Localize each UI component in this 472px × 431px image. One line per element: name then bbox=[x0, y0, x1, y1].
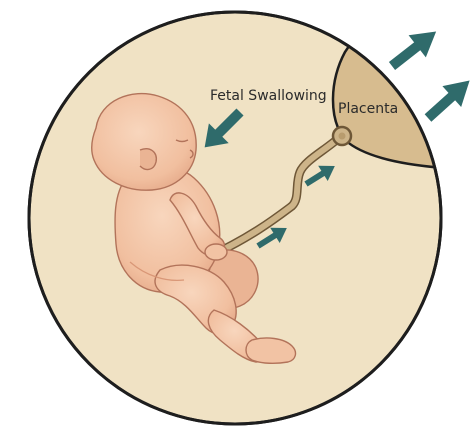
arrow-icon bbox=[383, 20, 444, 77]
placenta-label: Placenta bbox=[338, 101, 398, 117]
arrow-icon bbox=[419, 70, 472, 128]
fetal-swallowing-label: Fetal Swallowing bbox=[210, 88, 327, 104]
placenta bbox=[333, 0, 470, 168]
